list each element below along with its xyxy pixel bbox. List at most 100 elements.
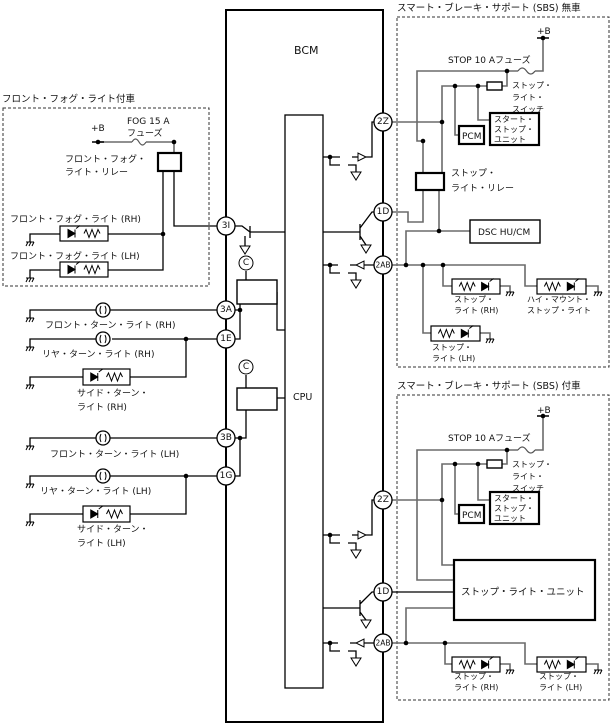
stop-light-unit-label: ストップ・ライト・ユニット: [461, 587, 585, 598]
led-icon: [481, 278, 494, 292]
hmsl-label-2: ストップ・ライト: [527, 306, 591, 315]
connector-1E-label: 1E: [220, 334, 232, 344]
resistor-icon: [83, 228, 101, 239]
symbols: [25, 35, 603, 675]
junction-dot: [504, 447, 510, 453]
fuse-icon: [517, 67, 536, 75]
connector-ref-c-2-label: C: [243, 362, 249, 372]
signal-ground-icon: [350, 549, 362, 559]
sbs-without-pcm-label: PCM: [462, 132, 481, 142]
connector-ref-c-2: [238, 359, 254, 375]
junction-dot: [439, 119, 445, 125]
bcm-box: [225, 9, 384, 723]
junction-dot: [403, 640, 409, 646]
sbs-without-title: スマート・ブレーキ・サポート (SBS) 無車: [397, 2, 581, 14]
junction-dot: [327, 262, 333, 268]
sbs-without-stop-lh-label-1: ストップ・: [432, 343, 472, 352]
side-turn-rh-label-2: ライト (RH): [77, 402, 127, 413]
stop-light-unit-box: [452, 558, 597, 622]
junction-dot: [160, 231, 166, 237]
junction-dot: [327, 640, 333, 646]
led-icon: [566, 278, 580, 292]
turn-relay-lh-icon: [236, 387, 278, 411]
connector-3A-label: 3A: [220, 305, 233, 315]
connector-2AB-top-label: 2AB: [375, 261, 390, 270]
connector-1D-bottom-label: 1D: [377, 587, 390, 597]
junction-dot: [183, 473, 189, 479]
side-turn-rh-label-1: サイド・ターン・: [77, 388, 149, 399]
ground-icon: [593, 669, 603, 675]
junction-dot: [439, 497, 445, 503]
sbs-without-stop-rh-label-2: ライト (RH): [454, 306, 498, 315]
junction-dot: [237, 307, 243, 313]
led-icon: [90, 368, 104, 382]
signal-ground-icon: [350, 279, 362, 289]
fuse-icon: [517, 446, 536, 454]
junction-dot: [403, 262, 409, 268]
sbs-without-ss-label-2: ストップ・: [494, 125, 534, 134]
fog-fuse-label-1: FOG 15 A: [127, 117, 170, 127]
sbs-without-pcm-box: [457, 124, 486, 146]
sbs-with-ss-label-3: ユニット: [494, 514, 526, 523]
diode-icon: [357, 152, 368, 162]
led-icon: [67, 225, 81, 239]
sbs-without-stop-lh-label-2: ライト (LH): [432, 354, 475, 363]
resistor-icon: [106, 508, 123, 520]
led-icon: [67, 261, 81, 275]
junction-dot: [327, 532, 333, 538]
fog-relay-label-1: フロント・フォグ・: [65, 153, 146, 165]
sbs-with-wiring: [392, 416, 599, 670]
diode-icon: [354, 260, 365, 270]
signal-ground-icon: [360, 244, 372, 254]
sbs-without-relay-label-2: ライト・リレー: [451, 183, 514, 194]
sbs-with-title: スマート・ブレーキ・サポート (SBS) 付車: [397, 380, 581, 392]
connector-2AB-bottom-label: 2AB: [375, 639, 390, 648]
signal-ground-icon: [350, 171, 362, 181]
connector-2Z-top-label: 2Z: [377, 117, 389, 127]
fog-plus-b: +B: [91, 124, 105, 134]
junction-dot: [95, 139, 101, 145]
ground-icon: [25, 483, 35, 489]
ground-icon: [505, 291, 515, 297]
junction-dot: [420, 138, 426, 144]
bulb-filament-icon: [99, 305, 107, 315]
ground-icon: [25, 346, 35, 352]
turn-relay-rh-icon: [236, 279, 278, 305]
sbs-without-start-stop-box: [488, 111, 541, 147]
sbs-without-fuse-label: STOP 10 Aフューズ: [448, 54, 531, 66]
bulb-icon: [95, 331, 111, 347]
sbs-with-plus-b: +B: [537, 406, 551, 416]
resistor-icon: [83, 264, 101, 275]
ground-icon: [25, 241, 35, 247]
resistor-icon: [543, 281, 561, 292]
ground-icon: [505, 669, 515, 675]
sbs-without-switch-label-3: スイッチ: [512, 105, 544, 114]
fog-section-frame: [2, 107, 210, 287]
dsc-hu-cm-box: [469, 219, 541, 244]
junction-dot: [540, 35, 546, 41]
ground-icon: [25, 277, 35, 283]
fog-fuse-label-2: フューズ: [127, 127, 163, 139]
sbs-without-wiring: [392, 38, 599, 339]
sbs-without-plus-b: +B: [537, 27, 551, 37]
sbs-with-switch-label-2: ライト・: [512, 472, 544, 481]
led-icon: [460, 325, 474, 339]
front-turn-lh-label: フロント・ターン・ライト (LH): [50, 449, 179, 460]
connector-3B: [216, 428, 236, 448]
dsc-hu-cm-label: DSC HU/CM: [478, 228, 530, 238]
sbs-with-pcm-box: [457, 503, 486, 525]
connector-3B-label: 3B: [220, 433, 232, 443]
bulb-filament-icon: [99, 334, 107, 344]
junction-dot: [237, 435, 243, 441]
stop-light-switch-icon: [486, 81, 503, 91]
connector-3I: [216, 216, 236, 236]
ground-icon: [25, 317, 35, 323]
fog-section-title: フロント・フォグ・ライト付車: [2, 93, 136, 105]
bulb-icon: [95, 430, 111, 446]
junction-dot: [452, 83, 458, 89]
sbs-without-frame: [396, 16, 610, 368]
diode-icon: [354, 638, 365, 648]
led-icon: [566, 656, 580, 670]
ground-icon: [593, 291, 603, 297]
diode-icon: [357, 530, 368, 540]
